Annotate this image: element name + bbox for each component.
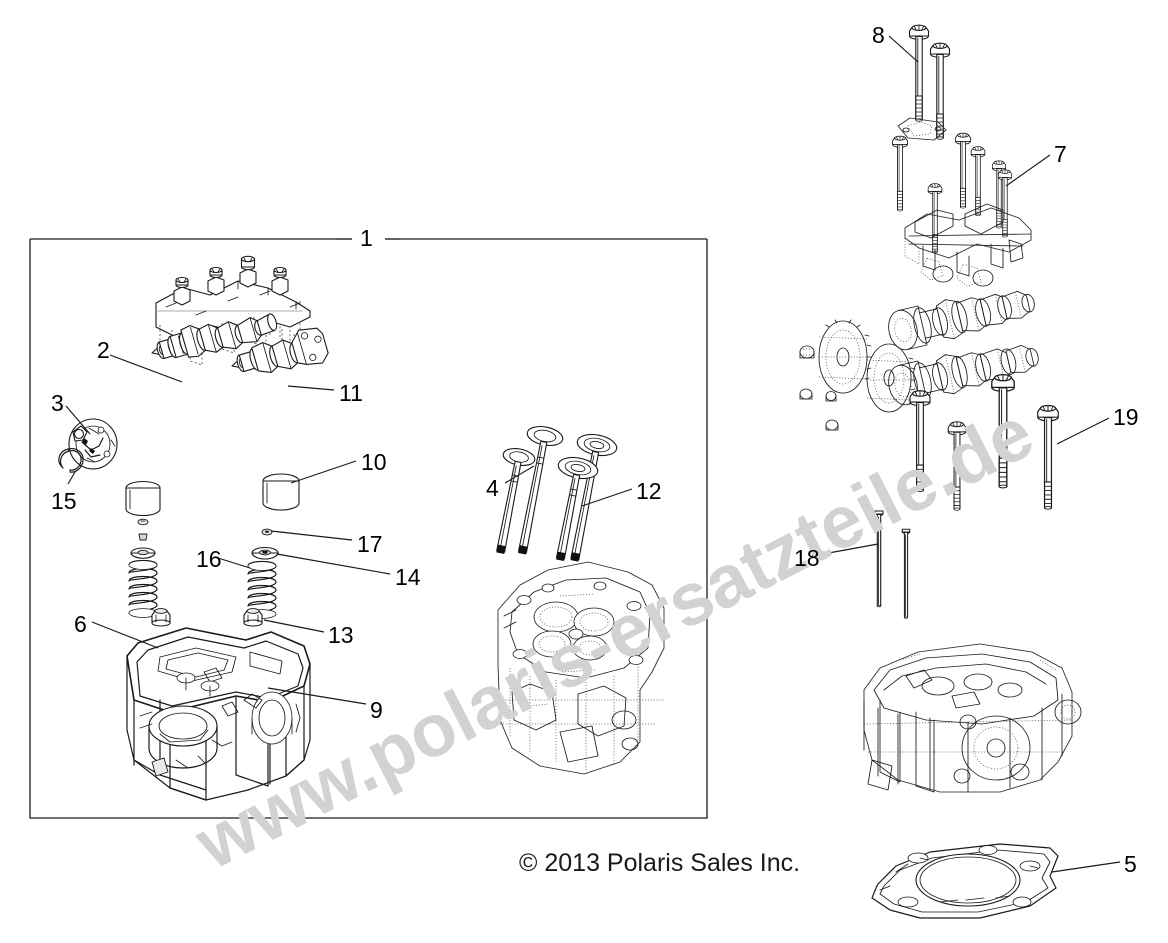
cylinder-head-phantom-center <box>497 561 665 775</box>
callout-17: 17 <box>357 531 383 557</box>
copyright-notice: © 2013 Polaris Sales Inc. <box>519 849 801 877</box>
callout-8: 8 <box>872 22 885 48</box>
rocker-arm-assembly-7 <box>892 132 1032 287</box>
callout-1: 1 <box>360 225 373 251</box>
callout-12: 12 <box>636 478 662 504</box>
cylinder-head-gasket-5 <box>871 843 1059 919</box>
callout-11: 11 <box>339 380 363 406</box>
callout-19: 19 <box>1113 404 1139 430</box>
head-bolts-19 <box>909 373 1059 511</box>
cam-sprockets <box>799 319 916 431</box>
valve-train-stack-left <box>128 518 171 627</box>
callout-5: 5 <box>1124 851 1137 877</box>
callout-3: 3 <box>51 390 64 416</box>
cylinder-head-phantom-lower-right <box>863 643 1082 793</box>
dowel-pins-18 <box>874 510 911 619</box>
head-bolts-8 <box>908 24 951 140</box>
camshaft-exhaust-11 <box>231 327 329 373</box>
callout-6: 6 <box>74 611 87 637</box>
callout-14: 14 <box>395 564 421 590</box>
valves-4-12 <box>496 425 618 562</box>
callout-4: 4 <box>486 475 499 501</box>
callout-16: 16 <box>196 546 222 572</box>
callout-13: 13 <box>328 622 354 648</box>
callout-15: 15 <box>51 488 77 514</box>
valve-lifter-bucket-left <box>125 480 161 517</box>
cylinder-head-casting-6-9 <box>126 627 311 801</box>
group-frame-1 <box>29 238 708 819</box>
callout-18: 18 <box>794 545 820 571</box>
leader-lines <box>65 35 1121 873</box>
camshaft-intake-2 <box>151 313 278 360</box>
cam-chain-tensioner-3 <box>68 418 118 470</box>
camshaft-right-lower <box>888 344 1039 406</box>
callout-2: 2 <box>97 337 110 363</box>
valve-train-stack-right <box>243 528 279 627</box>
valve-lifter-bucket-10 <box>262 473 300 511</box>
camshaft-right-upper <box>888 290 1035 351</box>
callout-9: 9 <box>370 697 383 723</box>
cam-cap-plate <box>897 117 947 141</box>
callout-7: 7 <box>1054 141 1067 167</box>
callout-10: 10 <box>361 449 387 475</box>
retaining-clip-15 <box>58 448 84 473</box>
